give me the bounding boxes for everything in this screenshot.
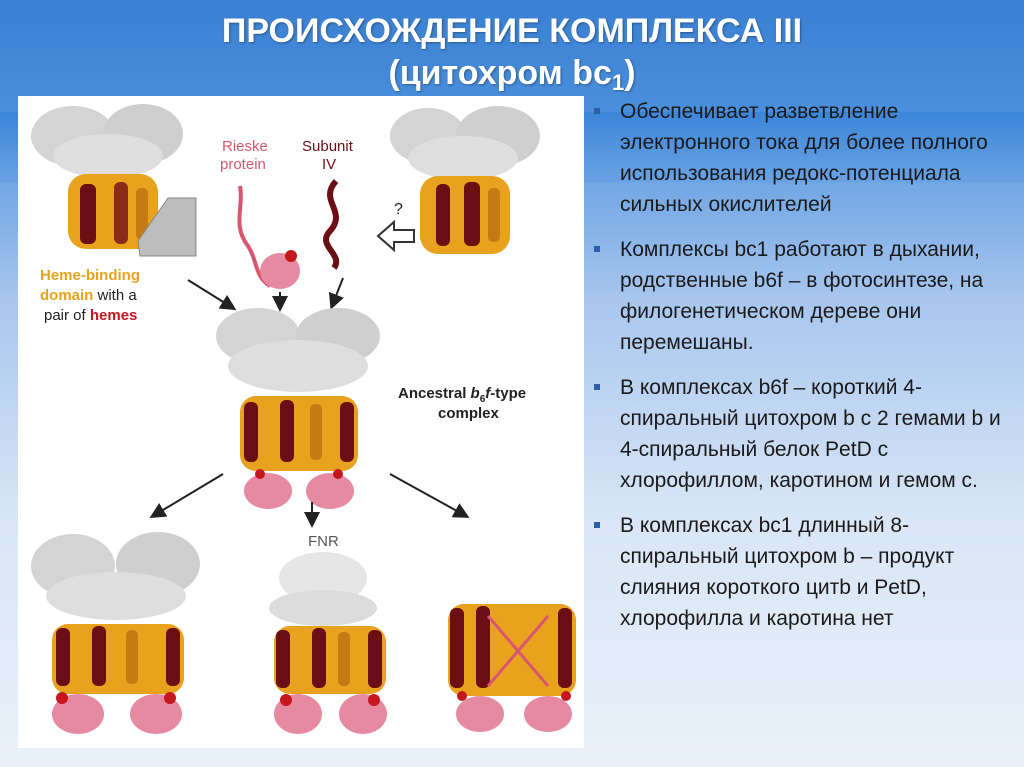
subunit-iv: Subunit IV [302, 138, 354, 270]
arrow-ancestral-to-right [389, 473, 470, 518]
figure-panel: Rieske protein Subunit IV ? [18, 96, 584, 748]
ancestral-word: Ancestral [398, 385, 471, 402]
title-line-2: (цитохром bc1) [0, 52, 1024, 104]
title-line-2-end: ) [624, 54, 636, 92]
bullet-square-icon [594, 384, 600, 390]
bullet-square-icon [594, 246, 600, 252]
hollow-arrow: ? [376, 201, 415, 253]
evolution-figure: Rieske protein Subunit IV ? [31, 104, 576, 734]
bullet-text-2: Комплексы bc1 работают в дыхании, родств… [620, 238, 984, 354]
ancestral-complex [216, 308, 380, 509]
ancestral-sub6: 6 [480, 394, 486, 405]
heme-binding-label: Heme-binding domain with a pair of hemes [40, 267, 140, 324]
bullet-item-3: В комплексах b6f – короткий 4-спиральный… [592, 372, 1012, 496]
subunit-label-2: IV [322, 156, 336, 173]
heme-label-2: domain with a [40, 287, 137, 304]
title-band [0, 0, 1024, 112]
heme-pair-of: pair of [44, 307, 90, 324]
arrow-ancestral-to-left [149, 473, 224, 519]
rieske-label-2: protein [220, 156, 266, 173]
bottom-right-complex [448, 604, 576, 732]
bottom-left-complex [31, 532, 200, 734]
title-line-1: ПРОИСХОЖДЕНИЕ КОМПЛЕКСА III [221, 12, 803, 50]
bullet-item-4: В комплексах bc1 длинный 8-спиральный ци… [592, 510, 1012, 634]
top-right-complex [390, 106, 540, 254]
heme-with-a: with a [93, 287, 137, 304]
arrow-subunit-to-ancestral [328, 277, 344, 310]
heme-hemes-word: hemes [90, 307, 138, 324]
title-line-2-text: (цитохром bc [388, 54, 612, 92]
bullet-text-4: В комплексах bc1 длинный 8-спиральный ци… [620, 514, 955, 630]
rieske-protein: Rieske protein [220, 138, 300, 289]
ancestral-type: -type [490, 385, 526, 402]
top-left-complex [31, 104, 197, 257]
ancestral-label-2: complex [438, 405, 500, 422]
bullet-item-2: Комплексы bc1 работают в дыхании, родств… [592, 234, 1012, 358]
bullet-square-icon [594, 522, 600, 528]
ancestral-b: b [471, 385, 480, 402]
heme-domain-word: domain [40, 287, 93, 304]
bullet-item-1: Обеспечивает разветвление электронного т… [592, 96, 1012, 220]
subunit-label-1: Subunit [302, 138, 354, 155]
ancestral-label: Ancestral b6f-type complex [398, 385, 526, 422]
question-mark: ? [394, 201, 403, 218]
bullet-square-icon [594, 108, 600, 114]
bottom-center-complex [269, 552, 387, 734]
slide-title: ПРОИСХОЖДЕНИЕ КОМПЛЕКСА III (цитохром bc… [0, 10, 1024, 104]
ancestral-label-1: Ancestral b6f-type [398, 385, 526, 405]
heme-label-3: pair of hemes [44, 307, 137, 324]
rieske-label-1: Rieske [222, 138, 268, 155]
bullet-text-1: Обеспечивает разветвление электронного т… [620, 100, 988, 216]
arrow-heme-to-ancestral [187, 279, 237, 311]
ancestral-f: f [485, 385, 492, 402]
title-subscript: 1 [611, 70, 625, 95]
heme-label-1: Heme-binding [40, 267, 140, 284]
bullet-text-3: В комплексах b6f – короткий 4-спиральный… [620, 376, 1001, 492]
fnr-label: FNR [308, 533, 339, 550]
bullet-list: Обеспечивает разветвление электронного т… [592, 96, 1012, 648]
